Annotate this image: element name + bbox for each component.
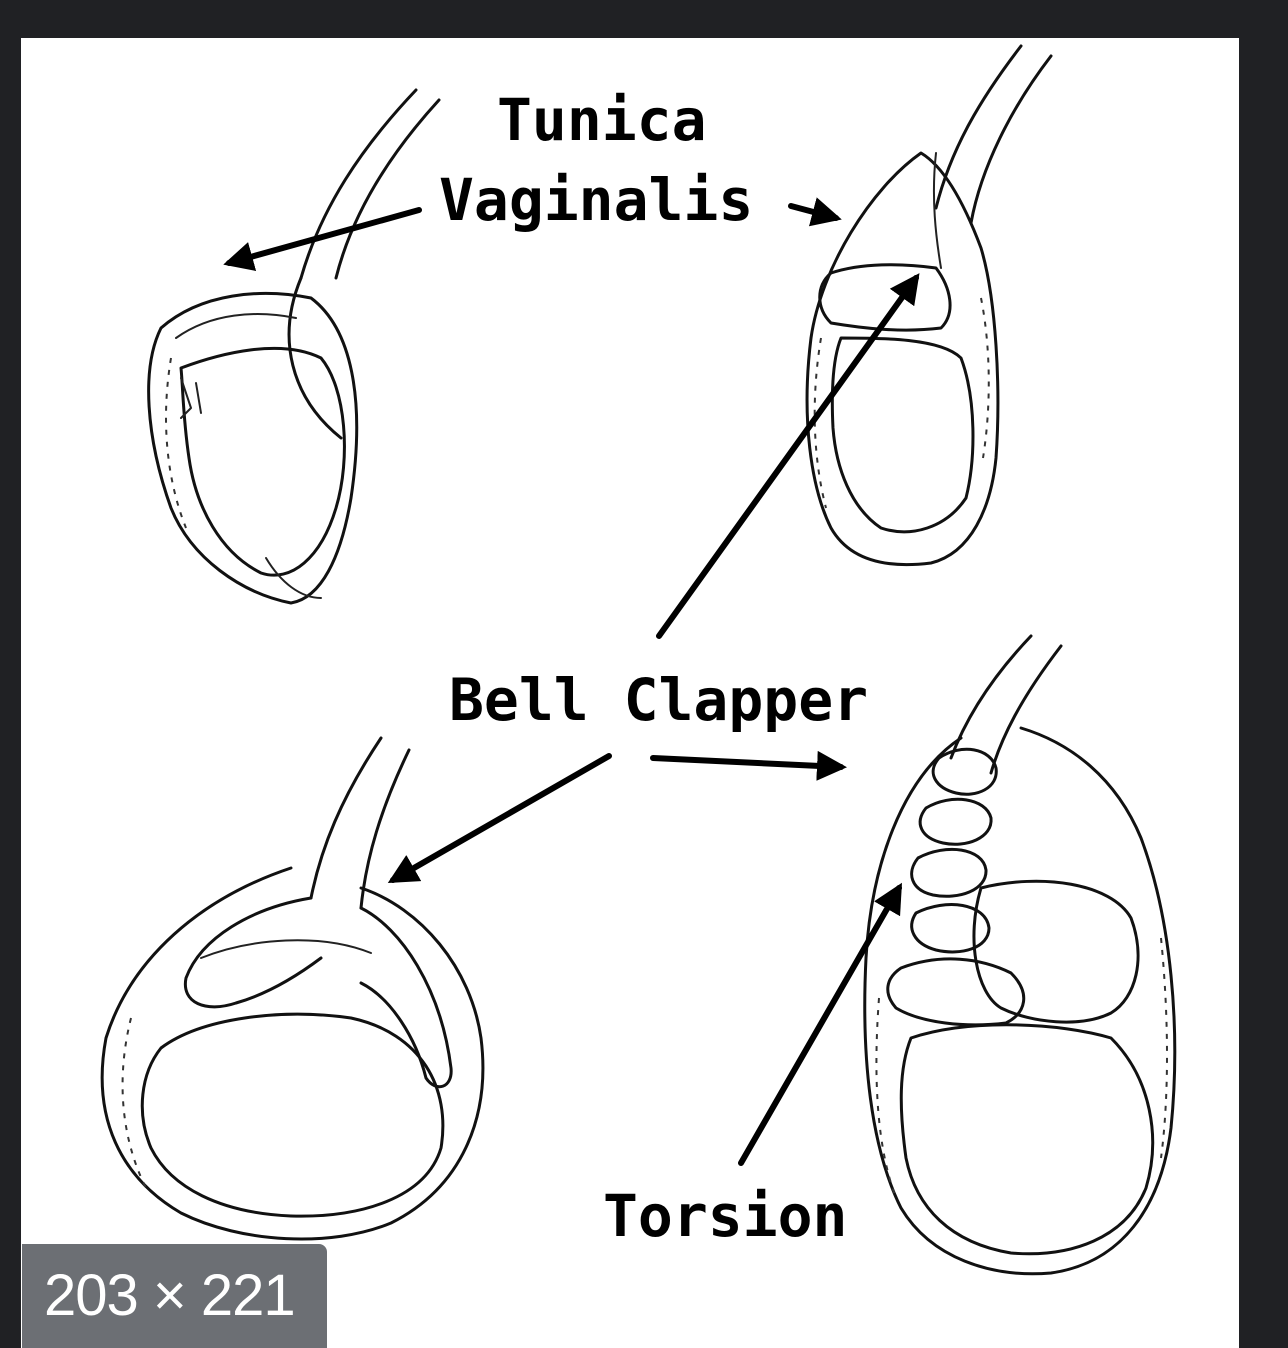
normal-testis-drawing xyxy=(147,88,441,605)
image-dimensions-badge: 203 × 221 xyxy=(22,1244,327,1348)
arrow-tunica-right xyxy=(788,197,842,227)
arrow-torsion xyxy=(738,882,902,1166)
testicular-anatomy-illustration: Tunica Vaginalis Bell Clapper Torsion xyxy=(100,44,1177,1276)
label-bell-clapper: Bell Clapper xyxy=(449,666,868,734)
arrow-bell-clapper-bottom-right xyxy=(650,750,847,781)
torsion-testis-drawing xyxy=(863,634,1177,1276)
arrow-bell-clapper-bottom-left xyxy=(387,753,612,883)
pointer-arrows xyxy=(223,197,920,1166)
arrow-bell-clapper-top xyxy=(656,273,920,639)
bell-clapper-testis-drawing-top xyxy=(805,44,1053,567)
arrow-tunica-left xyxy=(223,207,422,271)
bell-clapper-testis-drawing-bottom xyxy=(100,736,485,1241)
image-preview[interactable]: Tunica Vaginalis Bell Clapper Torsion xyxy=(21,38,1239,1348)
label-vaginalis: Vaginalis xyxy=(439,166,753,234)
label-torsion: Torsion xyxy=(603,1182,847,1250)
label-tunica: Tunica xyxy=(497,86,707,154)
